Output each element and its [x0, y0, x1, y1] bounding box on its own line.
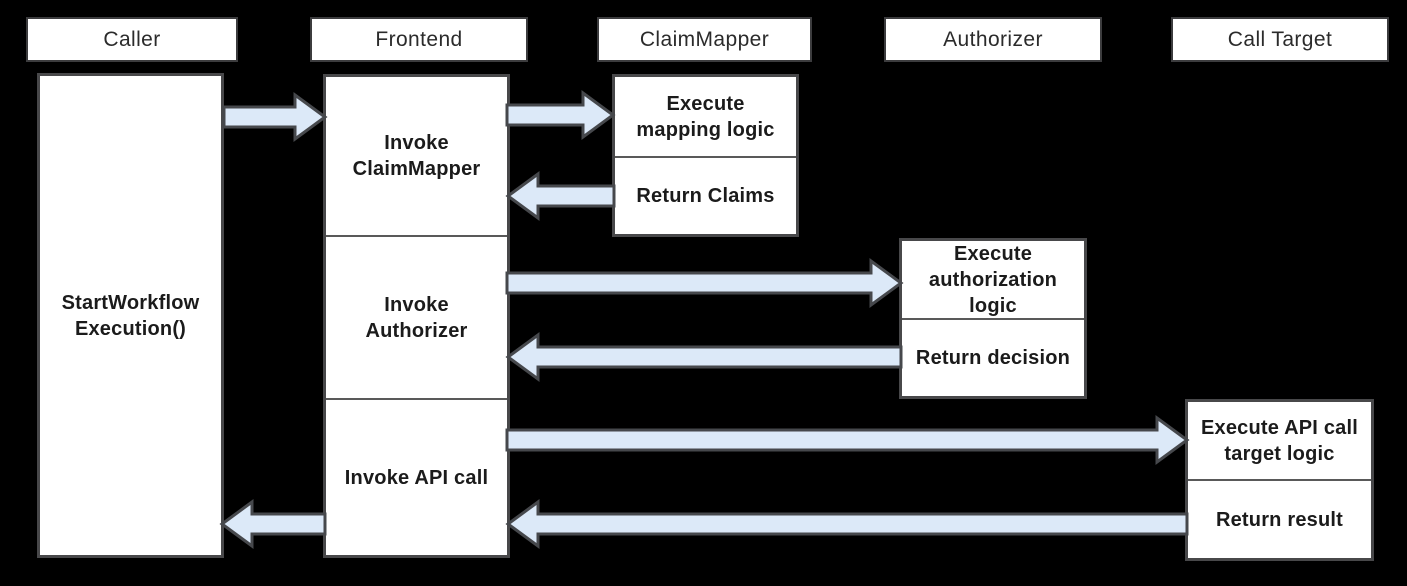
activation-authorizer-return-decision: Return decision	[902, 318, 1084, 396]
lifeline-label-caller: Caller	[103, 27, 161, 51]
arrow-caller-to-frontend	[222, 92, 328, 142]
activation-label: Invoke API call	[344, 466, 489, 489]
arrow-frontend-to-calltarget	[505, 415, 1190, 465]
activation-calltarget-execute-api-call-target-logic: Execute API call target logic	[1188, 402, 1371, 479]
activation-calltarget-stack: Execute API call target logic Return res…	[1185, 399, 1374, 561]
activation-authorizer-execute-authorization-logic: Execute authorization logic	[902, 241, 1084, 318]
lifeline-header-frontend: Frontend	[310, 17, 528, 62]
lifeline-label-authorizer: Authorizer	[943, 27, 1043, 51]
activation-claimmapper-stack: Execute mapping logic Return Claims	[612, 74, 799, 237]
activation-label: Execute API call target logic	[1201, 416, 1358, 465]
lifeline-label-claimmapper: ClaimMapper	[639, 27, 770, 51]
lifeline-header-authorizer: Authorizer	[884, 17, 1102, 62]
arrow-frontend-to-claimmapper	[505, 90, 616, 140]
activation-claimmapper-execute-mapping-logic: Execute mapping logic	[615, 77, 796, 156]
activation-frontend-stack: Invoke ClaimMapper Invoke Authorizer Inv…	[323, 74, 510, 558]
activation-frontend-invoke-claimmapper: Invoke ClaimMapper	[326, 77, 507, 235]
activation-frontend-invoke-authorizer: Invoke Authorizer	[326, 235, 507, 398]
activation-label: Return decision	[915, 347, 1071, 369]
lifeline-header-caller: Caller	[26, 17, 238, 62]
arrow-frontend-to-authorizer	[505, 258, 904, 308]
arrow-authorizer-return-decision-to-frontend	[505, 332, 903, 382]
activation-label: Execute mapping logic	[636, 92, 775, 141]
activation-label: Return result	[1215, 508, 1344, 531]
activation-label: StartWorkflow Execution()	[61, 291, 200, 340]
activation-label: Return Claims	[636, 185, 775, 207]
activation-label: Invoke Authorizer	[365, 293, 468, 342]
activation-frontend-invoke-api-call: Invoke API call	[326, 398, 507, 555]
arrow-claimmapper-return-claims-to-frontend	[505, 171, 616, 221]
lifeline-label-frontend: Frontend	[375, 27, 463, 51]
activation-label: Execute authorization logic	[928, 242, 1058, 317]
activation-calltarget-return-result: Return result	[1188, 479, 1371, 558]
activation-caller-startworkflowexecution: StartWorkflow Execution()	[37, 73, 224, 558]
lifeline-label-calltarget: Call Target	[1227, 27, 1333, 51]
lifeline-header-claimmapper: ClaimMapper	[597, 17, 812, 62]
arrow-frontend-return-to-caller	[219, 499, 327, 549]
activation-authorizer-stack: Execute authorization logic Return decis…	[899, 238, 1087, 399]
activation-label: Invoke ClaimMapper	[352, 132, 481, 180]
arrow-calltarget-return-result-to-frontend	[505, 499, 1189, 549]
lifeline-header-calltarget: Call Target	[1171, 17, 1389, 62]
activation-claimmapper-return-claims: Return Claims	[615, 156, 796, 234]
